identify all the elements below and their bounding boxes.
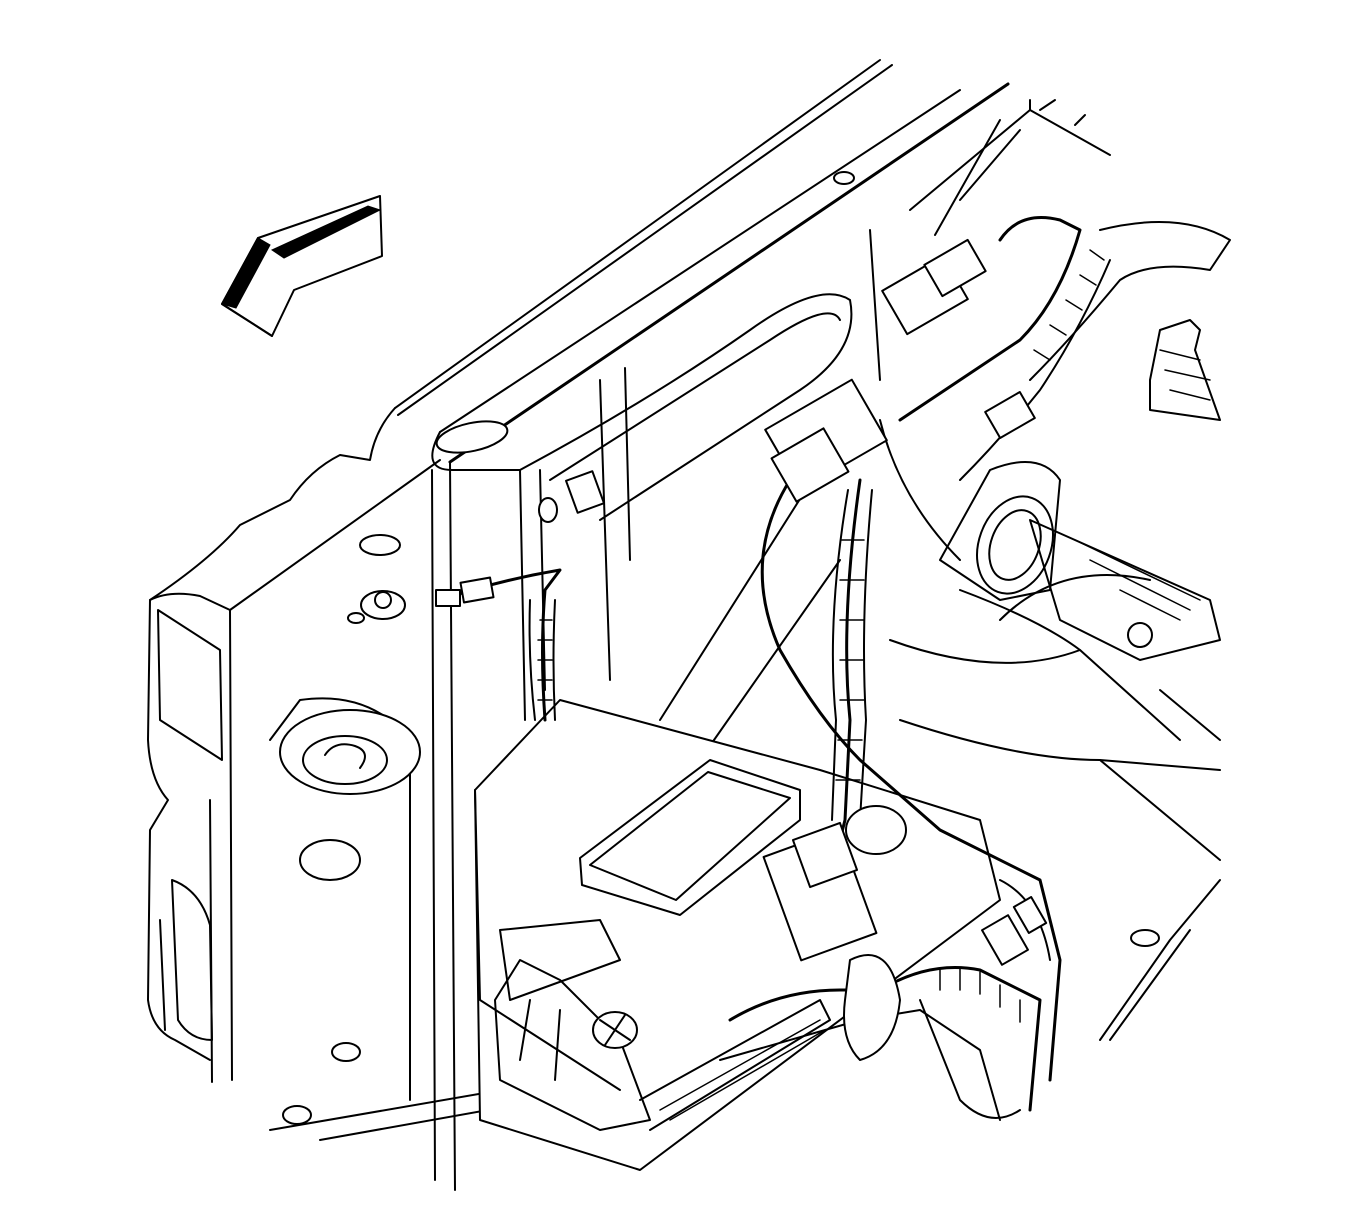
- fender-panel: [149, 59, 1010, 601]
- radiator-support-bracket: [147, 459, 441, 1083]
- wiring-harness: [435, 216, 1231, 1121]
- inner-fender-well: [519, 99, 1221, 861]
- front-inner-panel: [269, 461, 601, 1191]
- relay-bracket: [939, 319, 1221, 741]
- front-direction-arrow-icon: [221, 195, 383, 337]
- control-module: [474, 699, 1001, 1171]
- hood-prop-rod: [1099, 879, 1221, 1041]
